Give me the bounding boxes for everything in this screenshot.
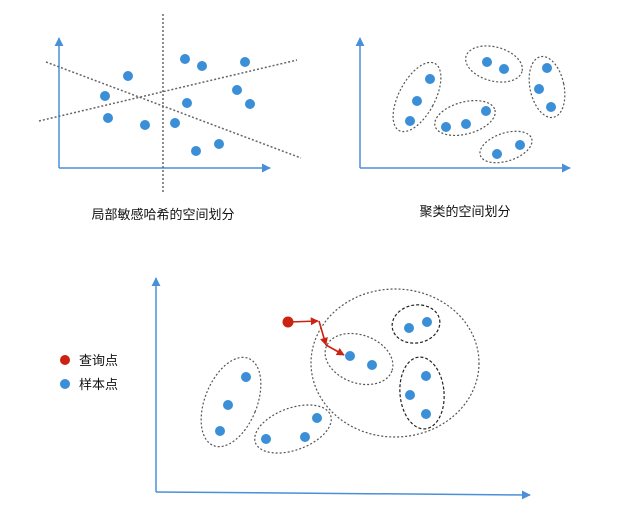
lsh-sample-point [123,71,133,81]
cluster-left [392,61,442,133]
cluster-sample-point [421,409,431,419]
cluster-sample-point [223,400,233,410]
legend-query-label: 查询点 [79,354,118,369]
lsh-sample-point [232,85,242,95]
query-panel: 查询点 样本点 [60,277,531,500]
lsh-sample-point [103,113,113,123]
query-search-path [282,316,345,356]
subcluster-right [399,356,445,430]
legend: 查询点 样本点 [60,354,118,393]
cluster-outline [200,356,262,448]
cluster-outline [465,45,523,83]
lsh-sample-point [100,91,110,101]
cluster-bottom [479,130,533,164]
cluster-outline [254,404,332,454]
cluster-sample-point [421,371,431,381]
lsh-sample-point [214,139,224,149]
cluster-middle [434,99,496,137]
cluster-sample-point [261,434,271,444]
cluster-sample-point [422,317,432,327]
legend-sample-marker [60,379,70,389]
legend-query-marker [60,355,70,365]
clustering-panel: 聚类的空间划分 [355,37,571,220]
cluster-sample-point [241,372,251,382]
lsh-sample-point [170,118,180,128]
cluster-sample-point [546,102,556,112]
cluster-sample-point [405,116,415,126]
legend-sample-label: 样本点 [79,378,118,393]
cluster-sample-point [441,122,451,132]
cluster-sample-point [405,390,415,400]
query-x-axis [155,490,531,500]
query-point [282,316,294,328]
cluster-right [528,55,566,119]
big-cluster-outline [310,288,480,438]
cluster-sample-point [404,323,414,333]
lsh-sample-point [240,57,250,67]
cluster-sample-point [345,351,355,361]
subcluster-outline [324,332,394,386]
cluster-sample-point [534,84,544,94]
lsh-sample-point [182,98,192,108]
search-path-segment [325,344,345,356]
cluster-sample-point [515,140,525,150]
cluster-sample-point [542,63,552,73]
lsh-sample-point [140,120,150,130]
subcluster-target [324,332,394,386]
cluster-sample-point [499,64,509,74]
cluster-outline [479,130,533,164]
cluster-sample-point [492,149,502,159]
lsh-sample-points [100,54,255,156]
query-cluster-bottom [254,404,332,454]
search-path-segment [288,317,319,326]
lsh-hash-line-descending [45,61,302,159]
cluster-sample-point [461,119,471,129]
lsh-sample-point [245,99,255,109]
query-big-cluster [310,288,480,438]
lsh-panel: 局部敏感哈希的空间划分 [38,14,302,223]
cluster-top-middle [465,45,523,83]
cluster-outline [392,61,442,133]
clustering-caption: 聚类的空间划分 [419,204,510,220]
lsh-sample-point [191,146,201,156]
cluster-outline [434,99,496,137]
subcluster-outline [399,356,445,430]
cluster-sample-point [425,74,435,84]
query-cluster-left [200,356,262,448]
cluster-sample-point [367,360,377,370]
cluster-sample-point [300,432,310,442]
lsh-sample-point [180,54,190,64]
cluster-sample-point [481,106,491,116]
cluster-sample-point [215,426,225,436]
cluster-outline [528,55,566,119]
cluster-sample-point [412,96,422,106]
cluster-sample-point [482,57,492,67]
lsh-sample-point [197,61,207,71]
cluster-sample-point [312,413,322,423]
search-path-segment [318,320,328,346]
lsh-hash-line-ascending [38,59,298,122]
subcluster-top [391,304,441,344]
subcluster-outline [391,304,441,344]
lsh-caption: 局部敏感哈希的空间划分 [91,207,234,223]
